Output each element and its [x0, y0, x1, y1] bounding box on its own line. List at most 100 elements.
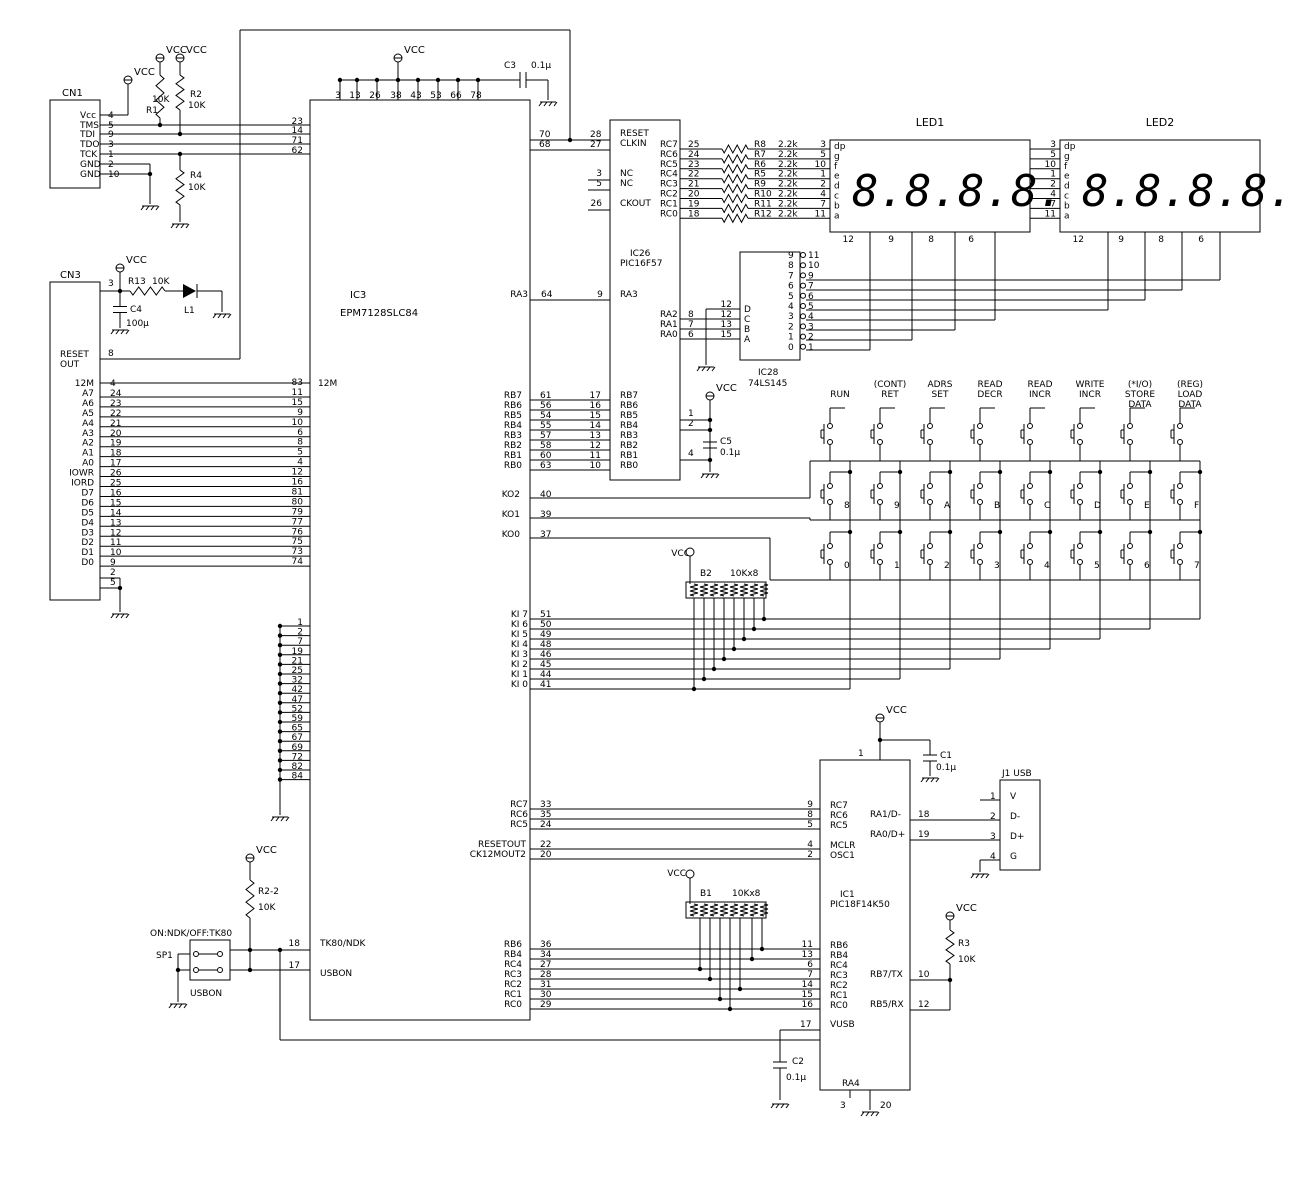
junction-dot: [277, 623, 283, 629]
cn3-pin-number: 18: [110, 449, 122, 459]
ic3-pin: 27: [540, 960, 551, 970]
j1-pin: 4: [990, 852, 996, 862]
led1-pin: 7: [820, 199, 826, 209]
led1-common-pin: 9: [888, 235, 894, 245]
ic26-pin: 15: [590, 411, 601, 421]
led2-segment-label: g: [1064, 152, 1070, 162]
ic3-ground: [270, 816, 275, 822]
c5-value: 0.1μ: [720, 448, 740, 458]
c1-ground: [925, 777, 930, 783]
key-switch-contact: [1127, 499, 1133, 505]
key-switch-contact: [977, 543, 983, 549]
key-switch-contact: [1127, 483, 1133, 489]
key-switch-contact: [927, 543, 933, 549]
key-switch-contact: [1077, 559, 1083, 565]
ic3-12m-label: 12M: [318, 379, 337, 389]
ic3-pin: 20: [540, 850, 552, 860]
ic3-usb-label: RC2: [504, 980, 522, 990]
ic1-pin: 2: [807, 850, 813, 860]
cn3-pin-number: 16: [110, 488, 122, 498]
led2-pin: 4: [1050, 190, 1056, 200]
key-switch-contact: [827, 483, 833, 489]
ic26-pin: 19: [688, 199, 700, 209]
led2-segment-label: c: [1064, 192, 1069, 202]
key-switch-contact: [1177, 543, 1183, 549]
cn3-pin-number: 20: [110, 429, 122, 439]
ic26-part: PIC16F57: [620, 259, 662, 269]
key-label-top: ADRS: [927, 380, 952, 390]
ic3-pin: 48: [540, 640, 552, 650]
c5-ground: [710, 473, 715, 479]
junction-dot: [751, 626, 757, 632]
ic3-bus-pin: 83: [292, 378, 303, 388]
b2-vcc-terminal: [685, 547, 695, 557]
ic1-left-label: RC1: [830, 991, 848, 1001]
cn3-pin-number: 10: [110, 548, 122, 558]
ic28-pin: 10: [808, 261, 820, 271]
key-switch-label: F: [1194, 501, 1199, 511]
led1-segment-label: c: [834, 192, 839, 202]
ic28-output-label: 7: [788, 271, 794, 281]
ic26-pin: 3: [596, 169, 602, 179]
cn3-pin-label: A6: [82, 399, 94, 409]
ic26-pin: 10: [590, 461, 602, 471]
cn1-pin-label: TDI: [79, 130, 95, 140]
j1-ground: [970, 873, 975, 879]
junction-dot: [277, 671, 283, 677]
ic1-pin: 16: [802, 1000, 814, 1010]
r2-2-value: 10K: [258, 903, 276, 913]
c4-ground: [115, 329, 120, 335]
c1-value: 0.1μ: [936, 763, 956, 773]
ic1-rc-label: RC7: [830, 801, 848, 811]
ic3-pin: 56: [540, 401, 552, 411]
key-switch-label: C: [1044, 501, 1050, 511]
cn3-ground: [120, 613, 125, 619]
r2-resistor: [175, 74, 185, 111]
ic1-ref: IC1: [840, 890, 855, 900]
junction-dot: [277, 700, 283, 705]
cn3-pin-label: D7: [81, 488, 94, 498]
ic1-ground: [875, 1111, 880, 1117]
key-switch-contact: [927, 439, 933, 445]
ic26-rc-label: RC4: [660, 170, 678, 180]
c5-ground: [705, 473, 710, 479]
ic3-gnd-pin-number: 21: [292, 656, 303, 666]
key-switch-label: 7: [1194, 561, 1200, 571]
ic3-top-pin: 38: [390, 91, 402, 101]
junction-dot: [177, 131, 183, 137]
r1-label: R1: [146, 106, 158, 116]
ic3-pin: 28: [540, 970, 552, 980]
ic3-top-pin: 66: [450, 91, 462, 101]
key-switch-contact: [877, 439, 883, 445]
ic1-ra1-label: RA1/D-: [870, 810, 901, 820]
ic3-top-pin: 3: [335, 91, 341, 101]
key-label-top: READ: [1027, 380, 1052, 390]
ic3-pin: 70: [539, 130, 551, 140]
ic28-output-bubble: [800, 282, 806, 289]
b2-resistor: [699, 583, 709, 597]
cn3-pin-number: 24: [110, 389, 122, 399]
led2-pin: 7: [1050, 199, 1056, 209]
ic3-jtag-pin: 62: [292, 146, 303, 156]
junction-dot: [157, 122, 163, 128]
ic26-box: [609, 119, 681, 481]
ic26-ra3-label: RA3: [620, 290, 638, 300]
cn3-pin-label: D3: [81, 528, 94, 538]
ic28-pin: 5: [808, 302, 814, 312]
c5-label: C5: [720, 437, 732, 447]
ic1-rc-label: RC6: [830, 811, 848, 821]
ic26-pin: 4: [688, 449, 694, 459]
cn3-pin-label: A4: [82, 419, 94, 429]
led2-pin: 2: [1050, 180, 1056, 190]
key-label: INCR: [1029, 390, 1051, 400]
ic3-rb-label: RB2: [504, 441, 522, 451]
ic26-vcc-label: VCC: [716, 383, 737, 394]
ic3-jtag-pin: 14: [292, 126, 304, 136]
ic3-top-pin: 78: [470, 91, 482, 101]
ic3-pin: 45: [540, 660, 551, 670]
ic3-pin: 29: [540, 1000, 552, 1010]
ic3-pin: 57: [540, 431, 551, 441]
ic28-pin: 1: [808, 343, 814, 353]
ic3-usb-label: RC1: [504, 990, 522, 1000]
junction-dot: [717, 996, 723, 1002]
